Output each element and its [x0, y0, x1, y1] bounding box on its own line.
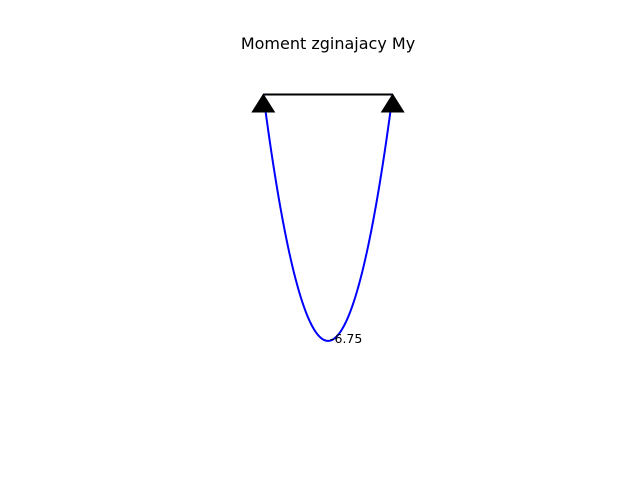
chart-title: Moment zginajacy My [241, 34, 415, 53]
plot-area: -6.75 [251, 93, 405, 346]
moment-curve-series-0 [262, 94, 394, 342]
support-right-icon [380, 93, 405, 113]
min-moment-label: -6.75 [330, 331, 362, 346]
support-left-icon [251, 93, 276, 113]
